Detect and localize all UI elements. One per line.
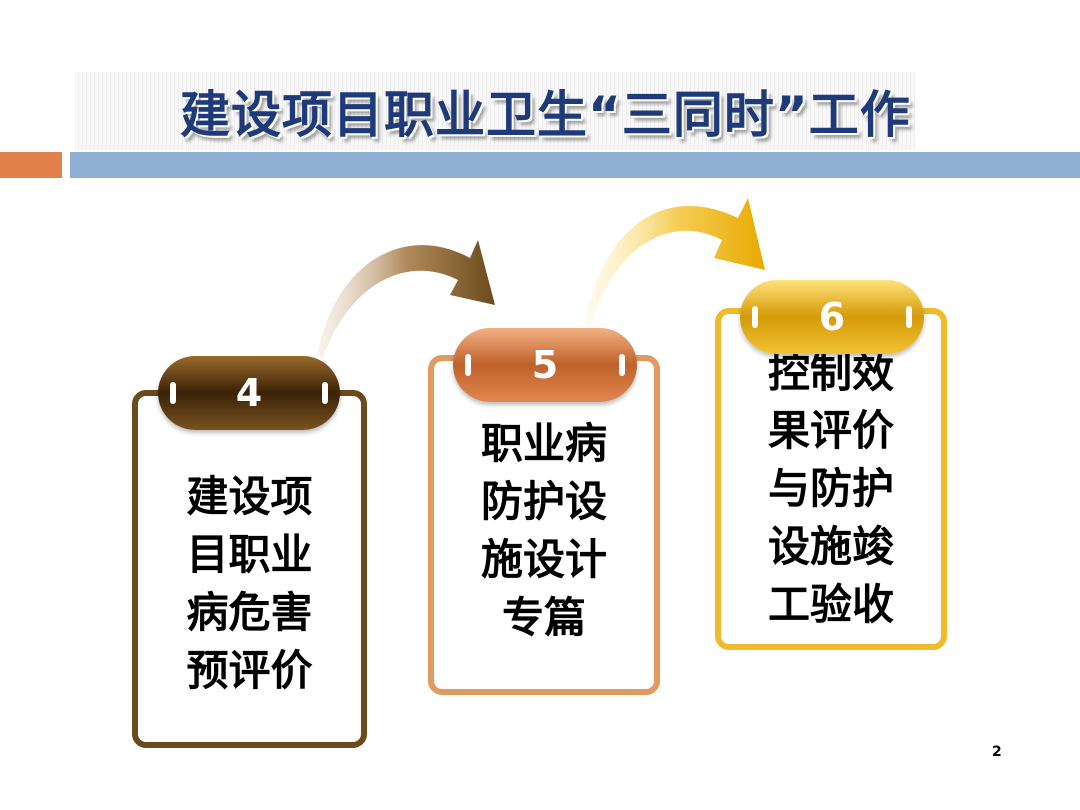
header-bar-accent	[0, 152, 62, 178]
step-6-line: 控制效	[767, 348, 894, 397]
step-4-line: 预评价	[186, 646, 313, 695]
badge-notch	[322, 382, 328, 404]
arrow-5-to-6	[585, 198, 765, 328]
step-5-line: 施设计	[480, 535, 607, 584]
badge-notch	[170, 382, 176, 404]
step-4-line: 目职业	[186, 530, 313, 579]
step-6-line: 设施竣	[767, 522, 894, 571]
badge-notch	[906, 306, 912, 328]
step-card-4: 建设项 目职业 病危害 预评价	[132, 390, 367, 748]
step-5-line: 专篇	[501, 593, 586, 642]
title-background	[75, 72, 915, 150]
arrow-4-to-5	[318, 240, 495, 360]
badge-notch	[752, 306, 758, 328]
slide-title: 建设项目职业卫生“三同时”工作	[180, 86, 911, 144]
badge-notch	[619, 354, 625, 376]
step-4-badge: 4	[158, 356, 340, 430]
step-5-text: 职业病 防护设 施设计 专篇	[434, 415, 654, 647]
header-bar	[70, 152, 1080, 178]
step-5-badge: 5	[453, 328, 637, 402]
step-5-number: 5	[531, 343, 559, 387]
step-5-line: 防护设	[480, 477, 607, 526]
step-card-5: 职业病 防护设 施设计 专篇	[428, 355, 660, 695]
step-6-line: 与防护	[767, 464, 894, 513]
step-4-number: 4	[235, 371, 263, 415]
step-6-line: 工验收	[767, 580, 894, 629]
step-4-line: 病危害	[186, 588, 313, 637]
step-6-text: 控制效 果评价 与防护 设施竣 工验收	[721, 344, 941, 634]
step-6-badge: 6	[740, 280, 924, 354]
step-4-line: 建设项	[186, 472, 313, 521]
step-6-number: 6	[818, 295, 846, 339]
step-6-line: 果评价	[767, 406, 894, 455]
step-4-text: 建设项 目职业 病危害 预评价	[138, 468, 361, 700]
step-card-6: 控制效 果评价 与防护 设施竣 工验收	[715, 308, 947, 650]
badge-notch	[465, 354, 471, 376]
step-5-line: 职业病	[480, 419, 607, 468]
page-number: 2	[992, 744, 1002, 760]
